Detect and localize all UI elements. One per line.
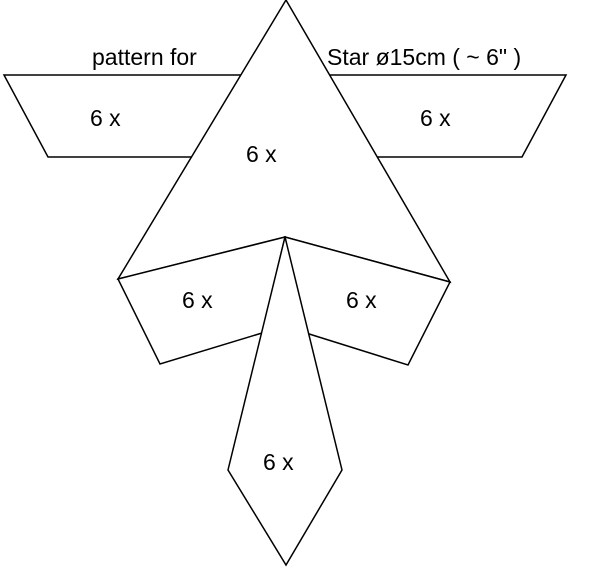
lower-right-quad-label: 6 x xyxy=(346,287,377,313)
left-band-label: 6 x xyxy=(90,105,121,131)
center-triangle-label: 6 x xyxy=(246,141,277,167)
bottom-kite-piece xyxy=(227,236,343,567)
bottom-kite-label: 6 x xyxy=(263,449,294,475)
title-left-text: pattern for xyxy=(92,44,197,70)
lower-left-quad-label: 6 x xyxy=(182,287,213,313)
right-band-label: 6 x xyxy=(420,105,451,131)
title-right-text: Star ø15cm ( ~ 6" ) xyxy=(327,44,521,70)
